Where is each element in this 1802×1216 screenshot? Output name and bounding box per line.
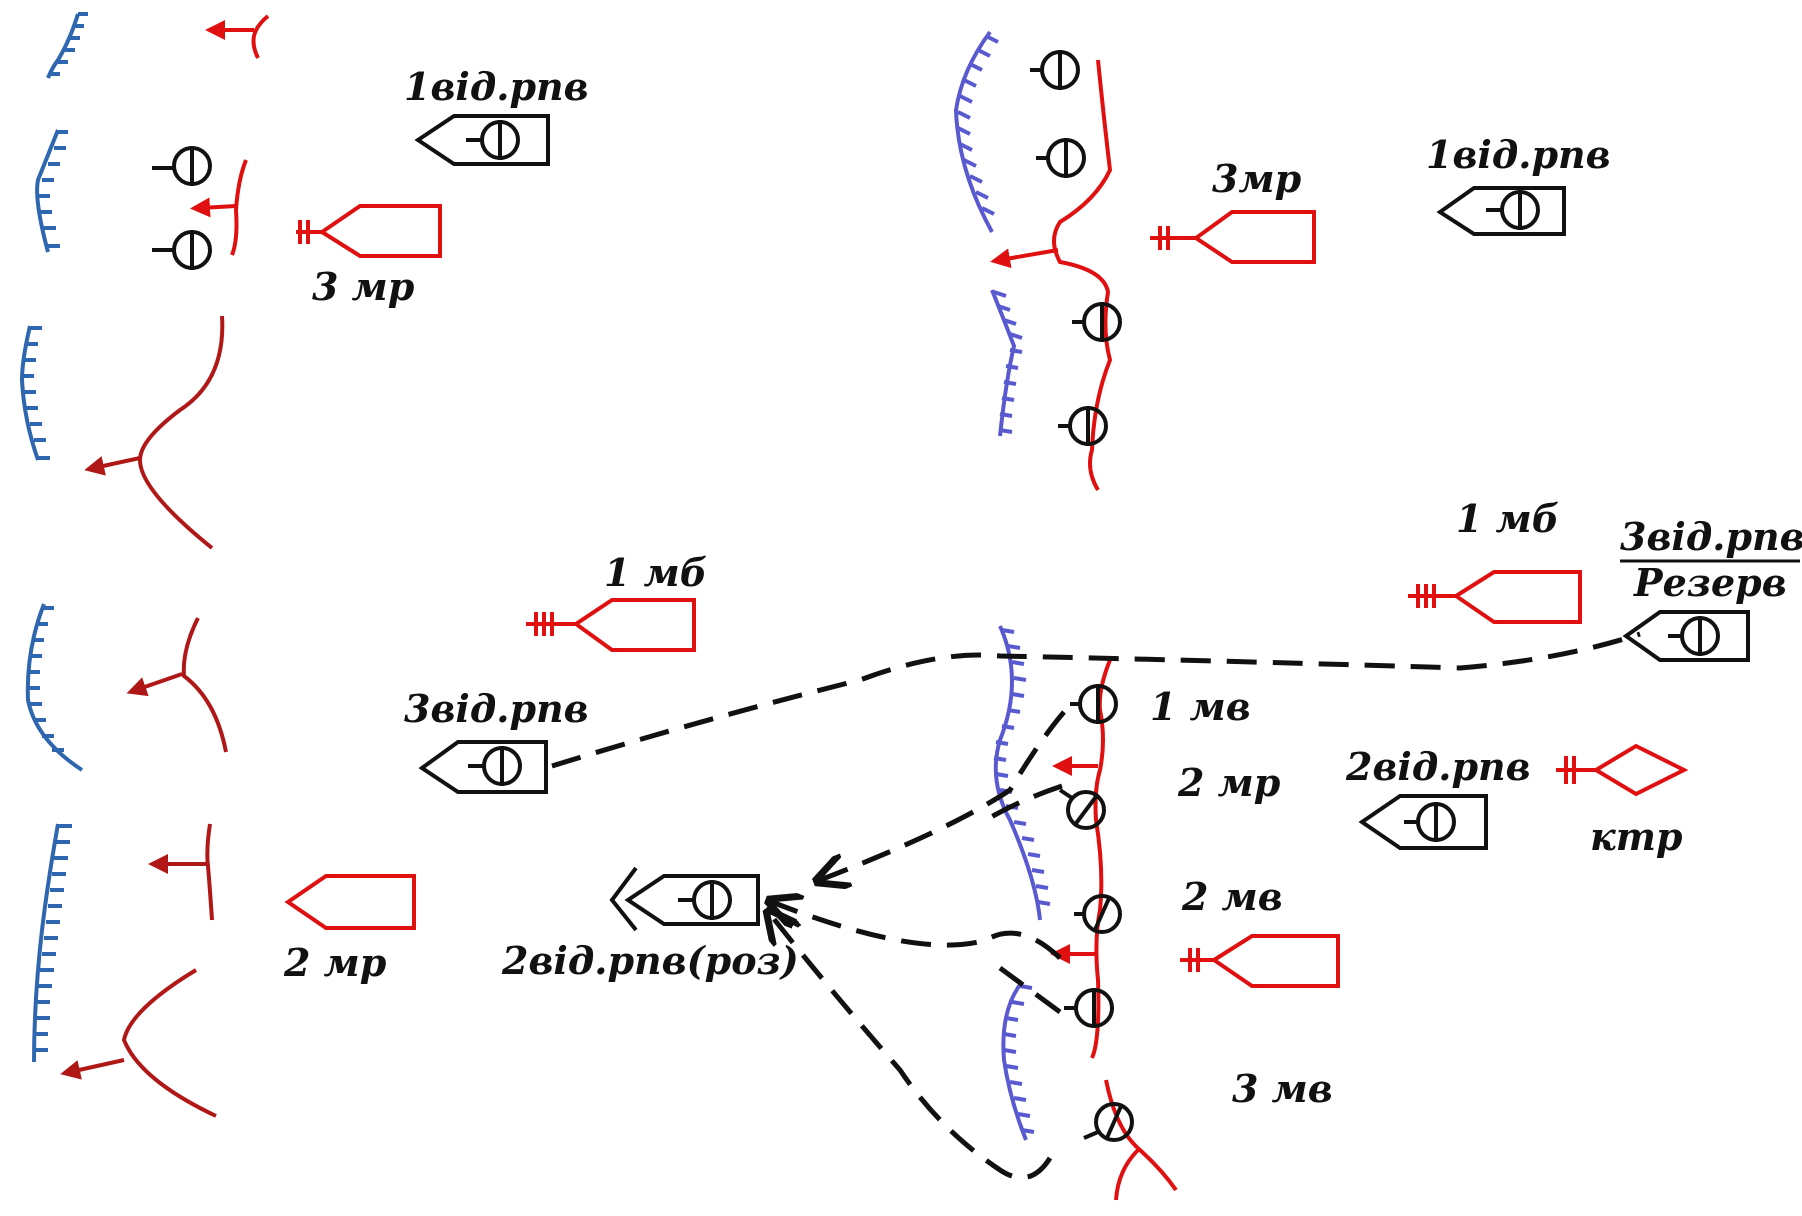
label-3vid-rpv-bl: 3від.рпв [404, 686, 589, 731]
label-1vid-rpv-tl: 1від.рпв [404, 64, 589, 109]
unit-marker-tr-2 [1036, 138, 1086, 178]
unit-marker-br-2 [1058, 788, 1106, 830]
friendly-line-tl-1 [205, 14, 270, 59]
label-ktr: ктр [1590, 814, 1683, 859]
label-3mr-tl: 3 мр [312, 264, 415, 309]
unit-marker-tr-3 [1072, 302, 1122, 342]
label-1mb-br: 1 мб [1456, 496, 1559, 541]
friendly-line-tl-3 [84, 315, 225, 550]
label-2mr-br: 2 мр [1177, 760, 1281, 805]
dashed-connection-lines [551, 631, 1641, 1181]
unit-2mr-br [1180, 934, 1340, 988]
unit-marker-br-1 [1070, 684, 1118, 724]
unit-3mr-tl [296, 204, 442, 258]
unit-3mr-tr [1150, 210, 1316, 264]
unit-3vid-rpv-br [1622, 610, 1750, 662]
unit-2vid-rpv-roz [609, 866, 760, 932]
friendly-line-br-1 [1050, 659, 1112, 1059]
label-3vid-rpv-br: 3від.рпв [1620, 514, 1802, 559]
unit-1mb-bl [526, 598, 696, 652]
friendly-line-bl-2 [148, 823, 214, 921]
friendly-line-bl-3 [60, 968, 217, 1118]
label-1mb-bl: 1 мб [604, 550, 707, 595]
unit-marker-tl-2 [152, 230, 212, 270]
enemy-line-br-2 [1001, 980, 1035, 1141]
label-3mv: 3 мв [1232, 1066, 1333, 1111]
enemy-line-tr-1 [953, 30, 999, 233]
label-rezerv: Резерв [1633, 560, 1787, 605]
label-2vid-rpv-br: 2від.рпв [1345, 744, 1531, 789]
unit-2vid-rpv-br [1358, 794, 1488, 850]
unit-marker-br-3 [1074, 894, 1122, 934]
enemy-line-bl-2 [32, 823, 72, 1063]
unit-ktr [1556, 743, 1689, 797]
label-2mv: 2 мв [1181, 874, 1283, 919]
unit-marker-br-4 [1064, 988, 1114, 1028]
enemy-line-bl-1 [25, 603, 84, 772]
label-1vid-rpv-tr: 1від.рпв [1426, 132, 1611, 177]
friendly-line-bl-1 [126, 617, 228, 753]
unit-1vid-rpv-tr [1436, 186, 1566, 236]
unit-1vid-rpv-tl [414, 114, 550, 166]
friendly-line-tl-2 [190, 159, 248, 256]
enemy-line-tr-2 [990, 289, 1023, 437]
enemy-line-tl-3 [19, 325, 50, 461]
unit-marker-br-5 [1083, 1102, 1134, 1142]
unit-marker-tl-1 [152, 146, 212, 186]
label-2mr-bl: 2 мр [283, 940, 387, 985]
friendly-line-tr-1 [990, 59, 1113, 492]
enemy-line-tl-2 [35, 129, 68, 253]
unit-1mb-br [1408, 570, 1582, 624]
unit-2mr-bl [284, 874, 416, 930]
label-1mv: 1 мв [1150, 684, 1251, 729]
enemy-line-tl-1 [46, 12, 88, 79]
label-3mr-tr: 3мр [1212, 156, 1302, 201]
unit-3vid-rpv-bl [418, 740, 548, 794]
unit-marker-tr-4 [1058, 406, 1108, 446]
label-2vid-rpv-roz: 2від.рпв(роз) [501, 938, 799, 983]
unit-marker-tr-1 [1030, 50, 1080, 90]
